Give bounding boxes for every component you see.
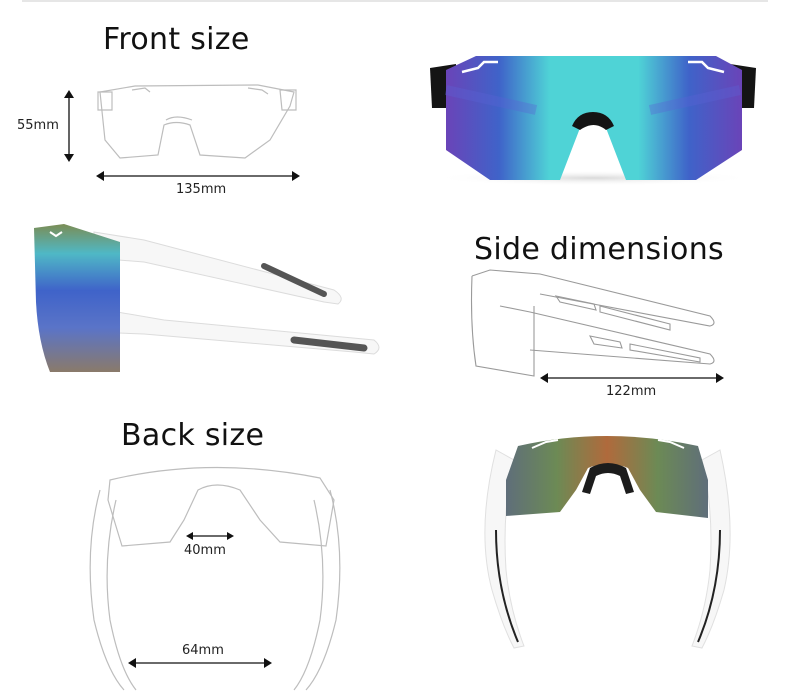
front-size-title: Front size: [103, 22, 250, 57]
side-outline-drawing: [470, 266, 730, 386]
front-product-photo: [426, 50, 760, 190]
height-dimension-arrow: [62, 90, 76, 162]
nose-width-label: 40mm: [184, 543, 226, 558]
width-dimension-arrow: [96, 170, 300, 182]
back-size-title: Back size: [121, 418, 265, 453]
side-dimensions-title: Side dimensions: [474, 232, 724, 267]
side-product-photo: [24, 222, 384, 382]
temple-gap-dimension-arrow: [128, 657, 272, 669]
top-divider: [22, 0, 768, 2]
length-label: 122mm: [606, 384, 657, 399]
back-outline-drawing: [80, 460, 350, 698]
length-dimension-arrow: [540, 372, 724, 384]
temple-gap-label: 64mm: [182, 643, 224, 658]
width-label: 135mm: [176, 182, 227, 197]
height-label: 55mm: [17, 118, 59, 133]
nose-dimension-arrow: [186, 531, 234, 541]
front-outline-drawing: [0, 80, 320, 200]
back-product-photo: [476, 420, 738, 660]
